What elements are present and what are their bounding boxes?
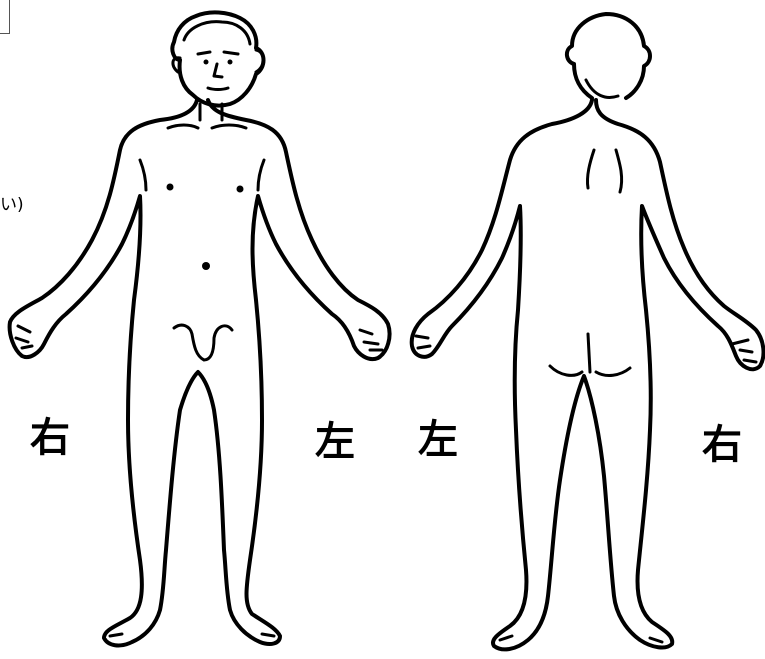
back-left-side-label: 左 bbox=[418, 420, 458, 460]
front-right-side-label: 右 bbox=[30, 418, 70, 458]
front-head bbox=[172, 12, 263, 105]
back-figure bbox=[412, 14, 764, 649]
front-collarbone-right bbox=[168, 125, 198, 128]
back-buttock-right bbox=[596, 368, 630, 375]
back-foot-left-toes bbox=[500, 636, 512, 640]
front-hand-left-fingers bbox=[360, 330, 382, 350]
back-head bbox=[567, 14, 650, 98]
front-armpit-right bbox=[140, 160, 146, 190]
front-nipple-right bbox=[167, 184, 174, 191]
back-foot-right-toes bbox=[650, 638, 662, 642]
back-buttock-left bbox=[550, 366, 582, 375]
back-hand-left-fingers bbox=[416, 336, 430, 348]
back-shoulder-blade-right bbox=[587, 150, 594, 188]
front-hairline bbox=[184, 22, 250, 44]
front-eye-left bbox=[228, 60, 233, 65]
back-cleft bbox=[588, 334, 590, 372]
front-navel bbox=[202, 262, 210, 270]
front-groin bbox=[174, 325, 232, 360]
front-nipple-left bbox=[237, 186, 244, 193]
front-left-side-label: 左 bbox=[315, 422, 355, 462]
front-eye-right bbox=[204, 60, 209, 65]
front-eyebrow-right bbox=[198, 52, 210, 54]
front-eyebrow-left bbox=[224, 52, 238, 54]
front-hand-right-fingers bbox=[16, 326, 32, 348]
front-foot-left-toes bbox=[262, 634, 274, 636]
front-armpit-left bbox=[258, 160, 264, 190]
front-collarbone-left bbox=[212, 125, 246, 128]
front-mouth bbox=[208, 88, 228, 90]
back-right-side-label: 右 bbox=[702, 425, 742, 465]
front-foot-right-toes bbox=[110, 634, 122, 636]
front-nose bbox=[214, 64, 222, 77]
back-shoulder-blade-left bbox=[616, 150, 622, 192]
front-body-outline bbox=[10, 100, 390, 645]
front-figure bbox=[10, 12, 390, 645]
